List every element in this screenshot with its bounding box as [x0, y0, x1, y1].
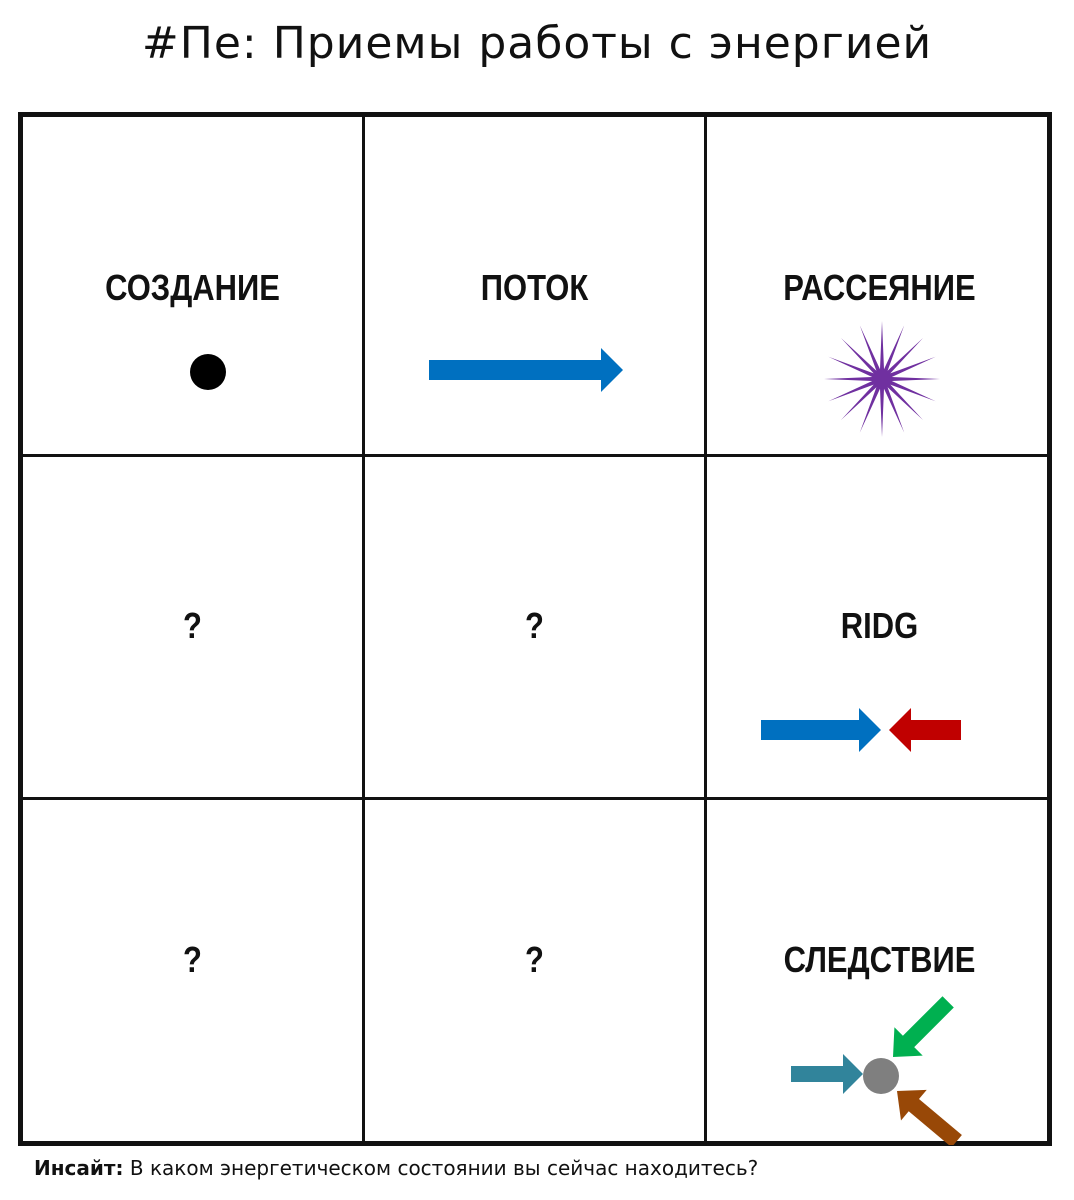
grid-divider: [362, 117, 365, 1141]
burst-star-icon: [824, 321, 940, 437]
cell-label-consequence: СЛЕДСТВИЕ: [783, 939, 976, 980]
point-icon: [863, 1058, 899, 1094]
arrow-up-left-icon: [897, 1089, 962, 1145]
dot-icon: [190, 354, 226, 390]
arrow-right-icon: [761, 708, 881, 752]
cell-label-dissipation: РАССЕЯНИЕ: [783, 267, 976, 308]
cell-label-unknown: ?: [183, 605, 202, 646]
insight-prefix: Инсайт:: [34, 1156, 124, 1180]
grid-divider: [23, 454, 1047, 457]
insight-text: Инсайт: В каком энергетическом состоянии…: [34, 1156, 758, 1180]
arrow-left-icon: [889, 708, 961, 752]
cell-label-creation: СОЗДАНИЕ: [105, 267, 280, 308]
arrow-right-icon: [429, 348, 623, 392]
insight-question: В каком энергетическом состоянии вы сейч…: [123, 1156, 759, 1180]
page-title: #Пе: Приемы работы с энергией: [141, 18, 933, 69]
cell-label-unknown: ?: [525, 605, 544, 646]
grid-divider: [23, 797, 1047, 800]
energy-grid: СОЗДАНИЕ ПОТОК РАССЕЯНИЕ ? ? RIDG ? ? СЛ…: [18, 112, 1052, 1146]
arrows-to-point-icon: [791, 996, 962, 1145]
grid-divider: [704, 117, 707, 1141]
cell-label-unknown: ?: [525, 939, 544, 980]
cell-label-unknown: ?: [183, 939, 202, 980]
cell-label-flow: ПОТОК: [480, 267, 589, 308]
converging-arrows-icon: [761, 708, 961, 752]
arrow-right-icon: [791, 1054, 863, 1094]
cell-label-ridg: RIDG: [840, 605, 919, 646]
arrow-down-left-icon: [893, 996, 954, 1057]
